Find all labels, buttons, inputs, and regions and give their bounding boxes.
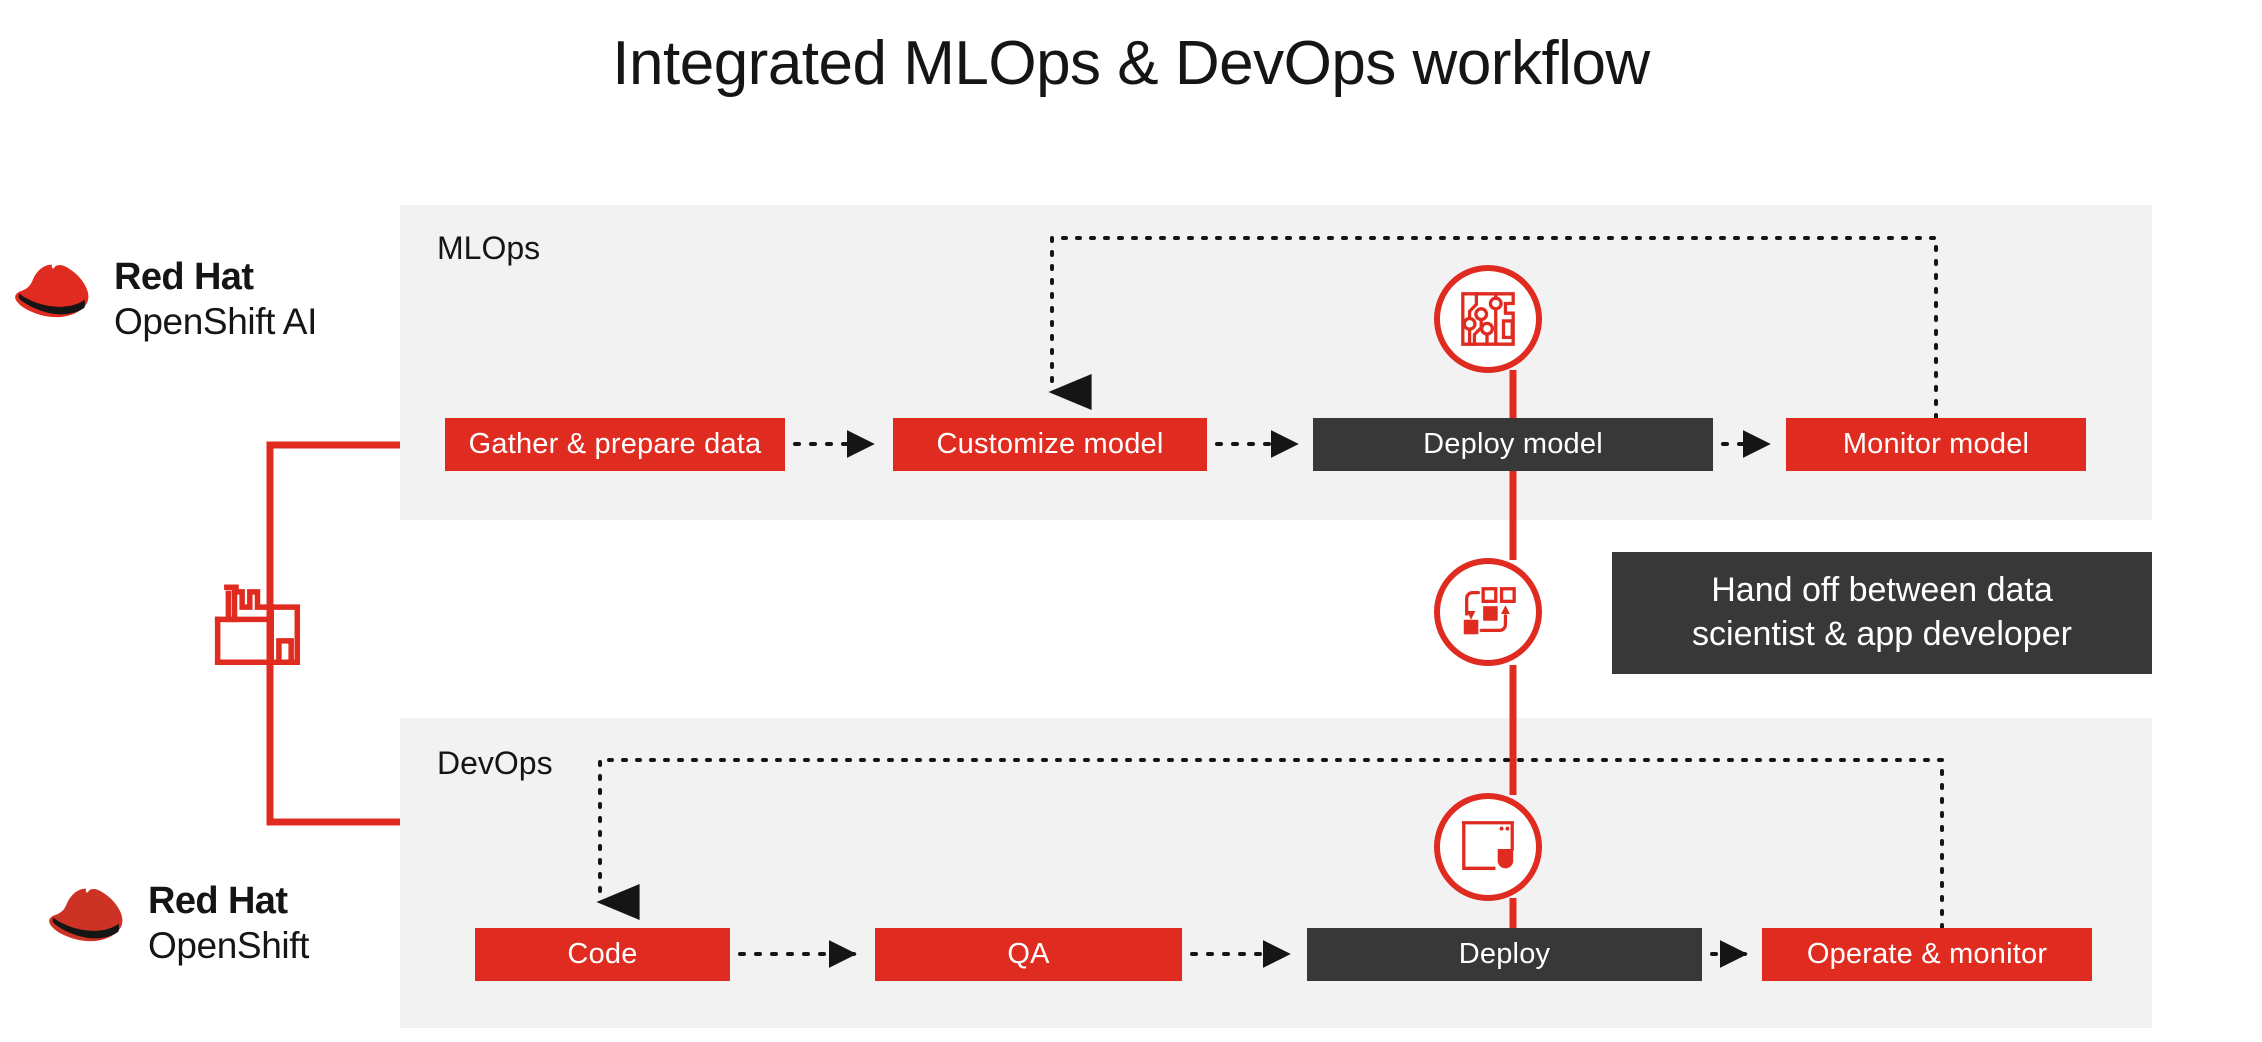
ai-circuit-chip-icon bbox=[1461, 292, 1515, 346]
red-hat-fedora-icon bbox=[15, 264, 89, 318]
red-hat-fedora-icon bbox=[49, 888, 123, 942]
stage-gather-prepare-data[interactable]: Gather & prepare data bbox=[445, 418, 785, 471]
mlops-section-label: MLOps bbox=[437, 230, 541, 266]
factory-icon bbox=[214, 584, 301, 666]
page-title: Integrated MLOps & DevOps workflow bbox=[612, 29, 1650, 98]
stage-qa[interactable]: QA bbox=[875, 928, 1182, 981]
red-hat-brand-text: Red Hat bbox=[114, 256, 254, 298]
red-hat-openshift-logo: Red Hat OpenShift bbox=[48, 882, 309, 964]
stage-deploy-model[interactable]: Deploy model bbox=[1313, 418, 1713, 471]
red-hat-product-text: OpenShift bbox=[148, 925, 309, 966]
red-hat-openshift-ai-logo: Red Hat OpenShift AI bbox=[14, 258, 317, 340]
mlops-section-panel bbox=[400, 205, 2152, 520]
application-security-badge bbox=[1434, 793, 1542, 901]
stage-code[interactable]: Code bbox=[475, 928, 730, 981]
devops-section-label: DevOps bbox=[437, 745, 553, 781]
handoff-containers-arrows-icon bbox=[1463, 587, 1516, 635]
handoff-badge bbox=[1434, 558, 1542, 666]
handoff-callout: Hand off between data scientist & app de… bbox=[1612, 552, 2152, 674]
ai-circuit-chip-badge bbox=[1434, 265, 1542, 373]
handoff-callout-line1: Hand off between data bbox=[1711, 571, 2053, 610]
stage-monitor-model[interactable]: Monitor model bbox=[1786, 418, 2086, 471]
stage-deploy[interactable]: Deploy bbox=[1307, 928, 1702, 981]
devops-section-panel bbox=[400, 718, 2152, 1028]
red-hat-brand-text: Red Hat bbox=[148, 880, 288, 922]
stage-operate-monitor[interactable]: Operate & monitor bbox=[1762, 928, 2092, 981]
red-hat-product-text: OpenShift AI bbox=[114, 301, 317, 342]
handoff-callout-line2: scientist & app developer bbox=[1692, 615, 2072, 653]
application-window-shield-icon bbox=[1462, 821, 1514, 870]
stage-customize-model[interactable]: Customize model bbox=[893, 418, 1207, 471]
